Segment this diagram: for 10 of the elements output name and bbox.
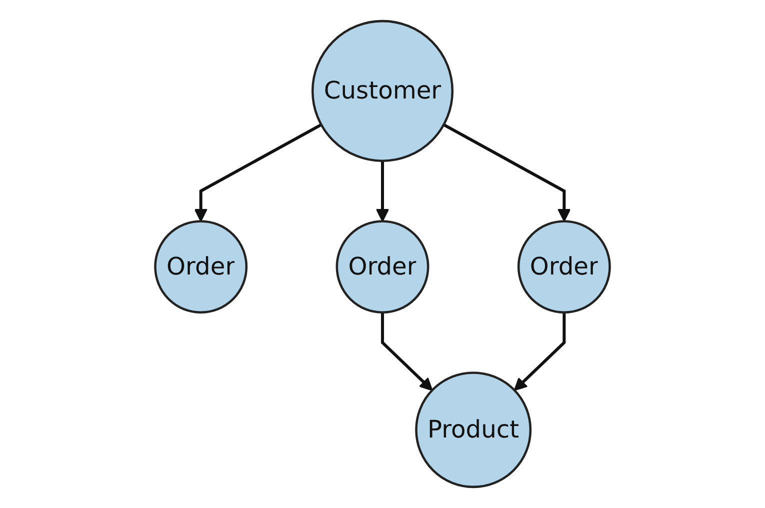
- arrow: [514, 312, 566, 391]
- node-circle: Order: [154, 220, 248, 314]
- arrow: [443, 123, 571, 222]
- arrow: [381, 312, 433, 391]
- node-circle: Customer: [311, 20, 454, 162]
- node-circle: Order: [517, 220, 611, 314]
- node-circle: Order: [336, 220, 430, 314]
- node-circle: Product: [415, 372, 532, 488]
- arrow: [376, 160, 390, 222]
- arrow: [194, 123, 322, 222]
